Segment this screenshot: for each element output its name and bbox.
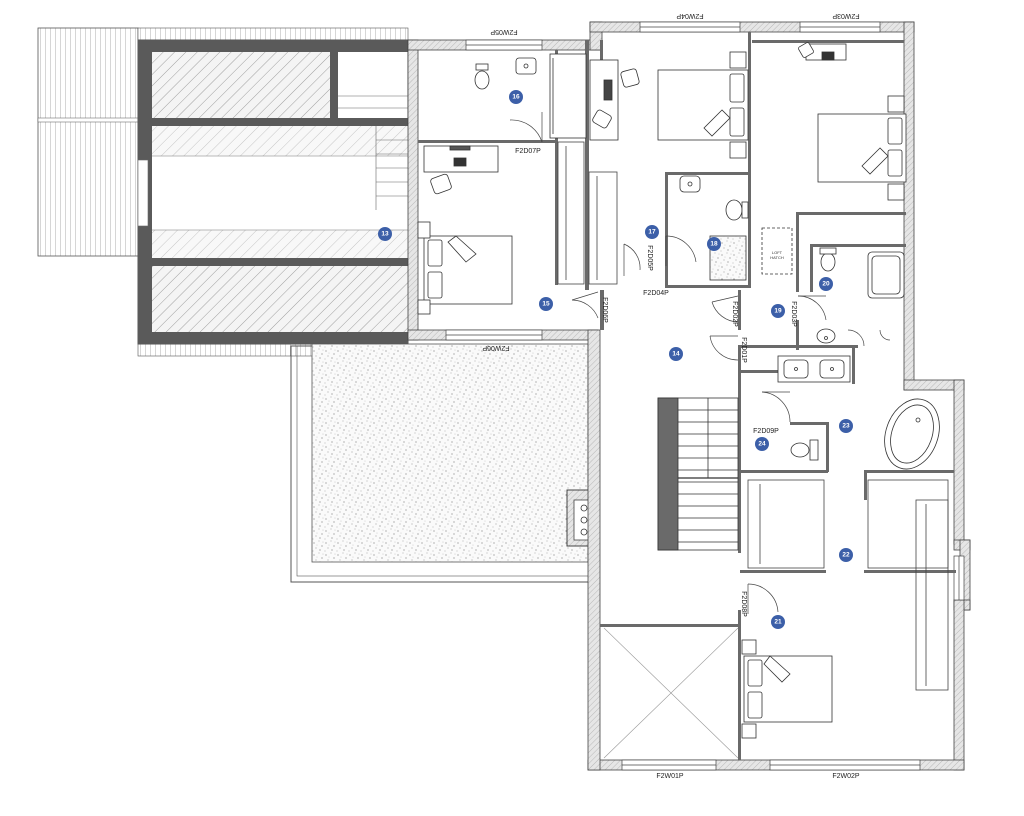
window-label-w05-top-left: F2W05P xyxy=(490,28,518,35)
door-labels: F2D07P F2D05P F2D04P F2D06P F2D02P F2D03… xyxy=(515,148,797,617)
room-tag-23: 23 xyxy=(839,419,853,433)
interior-walls xyxy=(418,32,956,760)
room-tag-21: 21 xyxy=(771,615,785,629)
window-labels: F2W05P F2W04P F2W03P F2W06P F2W01P F2W02… xyxy=(482,12,860,780)
open-to-below xyxy=(603,627,739,759)
door-label-d08: F2D08P xyxy=(740,591,747,617)
door-label-d06: F2D06P xyxy=(601,297,608,323)
door-label-d05: F2D05P xyxy=(646,245,653,271)
room-tag-22: 22 xyxy=(839,548,853,562)
door-swings xyxy=(509,112,891,614)
window-label-w06-mid: F2W06P xyxy=(482,344,510,351)
closets xyxy=(557,141,949,691)
staircase xyxy=(657,397,739,551)
svg-text:17: 17 xyxy=(648,229,656,236)
room-tag-14: 14 xyxy=(669,347,683,361)
room-tag-19: 19 xyxy=(771,304,785,318)
room-tag-15: 15 xyxy=(539,297,553,311)
door-label-d01: F2D01P xyxy=(740,337,747,363)
window-label-w01-bottom: F2W01P xyxy=(656,773,684,780)
svg-text:18: 18 xyxy=(710,241,718,248)
svg-text:15: 15 xyxy=(542,301,550,308)
door-label-d04: F2D04P xyxy=(643,290,669,297)
svg-text:14: 14 xyxy=(672,351,680,358)
terrace-area xyxy=(290,343,598,583)
door-label-d07: F2D07P xyxy=(515,148,541,155)
room-tag-18: 18 xyxy=(707,237,721,251)
svg-text:23: 23 xyxy=(842,423,850,430)
desks xyxy=(423,42,847,195)
room-tag-24: 24 xyxy=(755,437,769,451)
bath-fixtures xyxy=(474,53,940,470)
window-label-w03-top-right: F2W03P xyxy=(832,12,860,19)
room-tags: 13 14 15 16 17 18 19 20 21 22 23 24 xyxy=(378,90,853,629)
window-label-w02-bottom: F2W02P xyxy=(832,773,860,780)
room-tag-16: 16 xyxy=(509,90,523,104)
door-label-d03: F2D03P xyxy=(790,301,797,327)
svg-text:20: 20 xyxy=(822,281,830,288)
svg-text:24: 24 xyxy=(758,441,766,448)
room-tag-20: 20 xyxy=(819,277,833,291)
window-label-w04-top: F2W04P xyxy=(676,12,704,19)
door-label-d02: F2D02P xyxy=(731,301,738,327)
svg-text:22: 22 xyxy=(842,552,850,559)
beds xyxy=(417,51,907,739)
svg-text:16: 16 xyxy=(512,94,520,101)
roof-area-left xyxy=(37,27,409,357)
svg-text:21: 21 xyxy=(774,619,782,626)
room-tag-13: 13 xyxy=(378,227,392,241)
room-tag-17: 17 xyxy=(645,225,659,239)
window-openings xyxy=(445,21,965,771)
svg-text:19: 19 xyxy=(774,308,782,315)
svg-text:13: 13 xyxy=(381,231,389,238)
door-label-d09: F2D09P xyxy=(753,428,779,435)
